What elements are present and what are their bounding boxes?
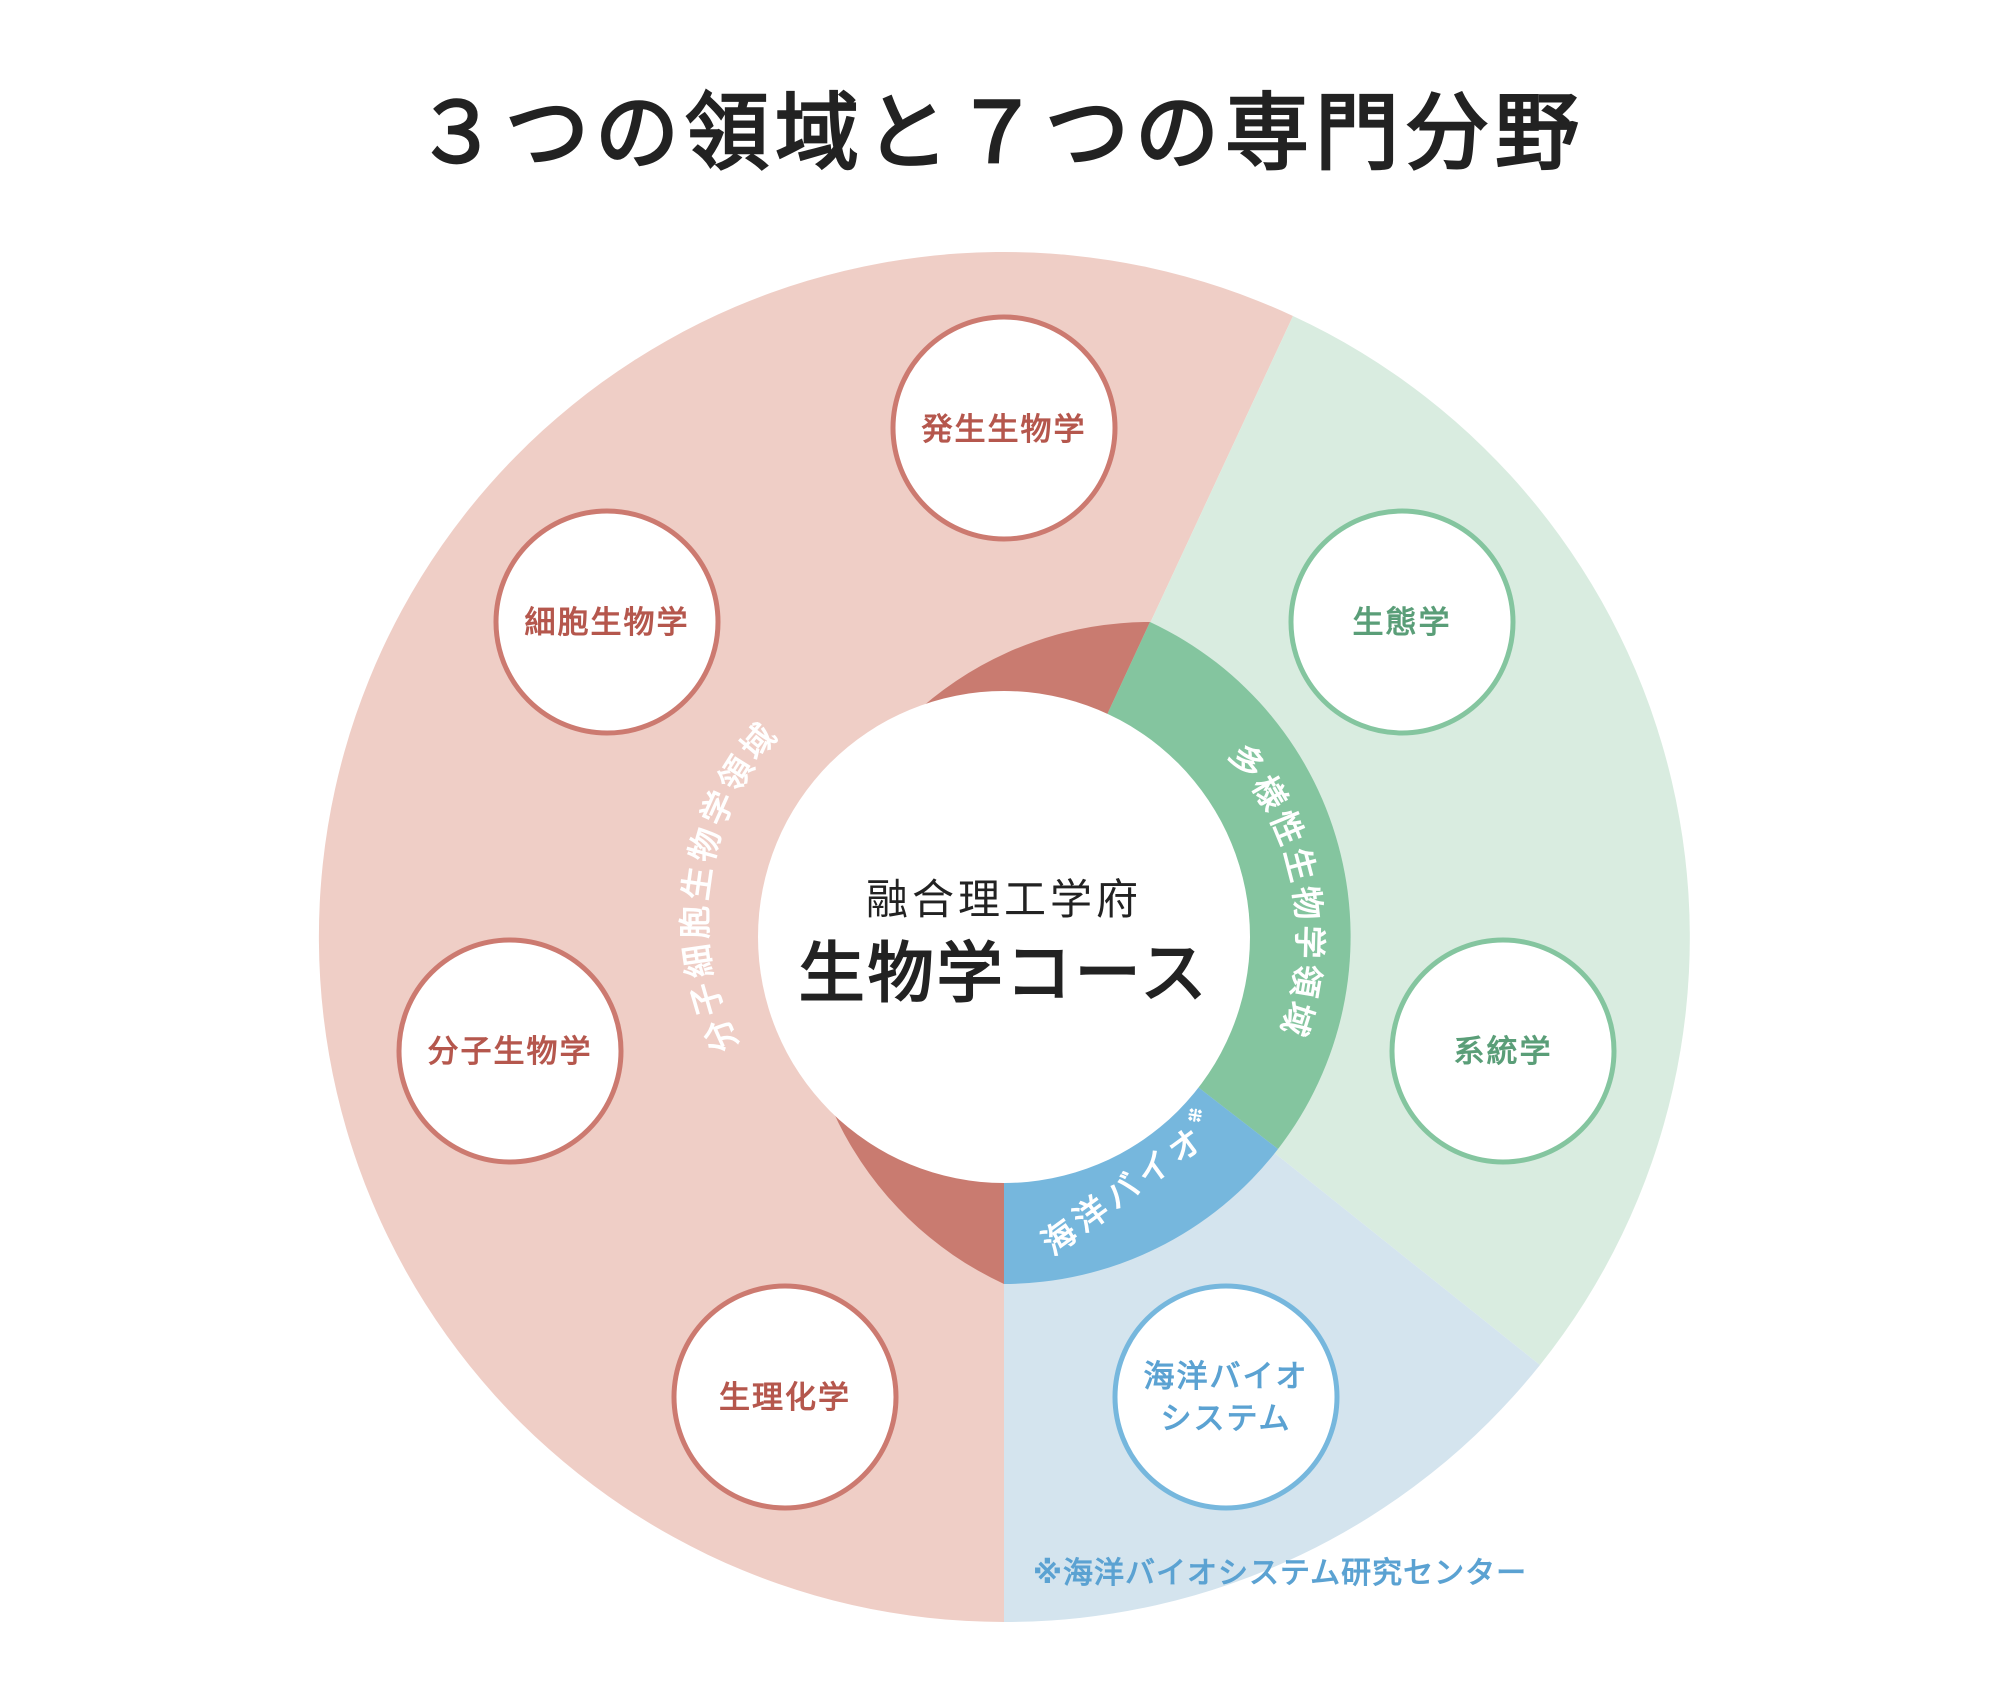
bubble-circle: [1389, 937, 1617, 1165]
bubble-label-line: 海洋バイオ: [1144, 1359, 1309, 1395]
bubble-label-line: システム: [1160, 1401, 1291, 1437]
field-bubble-ecology: 生態学: [1288, 508, 1516, 736]
bubble-circle: [671, 1283, 899, 1511]
bubble-label: 生態学: [1353, 605, 1452, 641]
field-bubble-developmental-biology: 発生生物学: [890, 314, 1118, 542]
bubble-circle: [1112, 1283, 1340, 1511]
field-bubble-cell-biology: 細胞生物学: [493, 508, 721, 736]
bubble-label: 生理化学: [719, 1380, 851, 1416]
bubble-label: 系統学: [1454, 1034, 1553, 1070]
field-bubble-molecular-biology: 分子生物学: [396, 937, 624, 1165]
bubble-circle: [1288, 508, 1516, 736]
center-subtitle: 融合理工学府: [866, 875, 1142, 924]
field-bubble-physiological-chemistry: 生理化学: [671, 1283, 899, 1511]
bubble-circle: [396, 937, 624, 1165]
field-bubble-marine-bio-systems: 海洋バイオシステム: [1112, 1283, 1340, 1511]
field-bubble-systematics: 系統学: [1389, 937, 1617, 1165]
bubble-label: 発生生物学: [921, 412, 1087, 448]
page-title: ３つの領域と７つの専門分野: [415, 84, 1585, 182]
bubble-label: 分子生物学: [428, 1034, 593, 1070]
bubble-circle: [890, 314, 1118, 542]
bubble-circle: [493, 508, 721, 736]
bubble-label: 細胞生物学: [525, 605, 690, 641]
center-main-title: 生物学コース: [799, 935, 1210, 1012]
center-circle: [758, 691, 1250, 1183]
footnote: ※海洋バイオシステム研究センター: [1033, 1556, 1527, 1591]
bubble-label: 海洋バイオシステム: [1144, 1359, 1309, 1437]
